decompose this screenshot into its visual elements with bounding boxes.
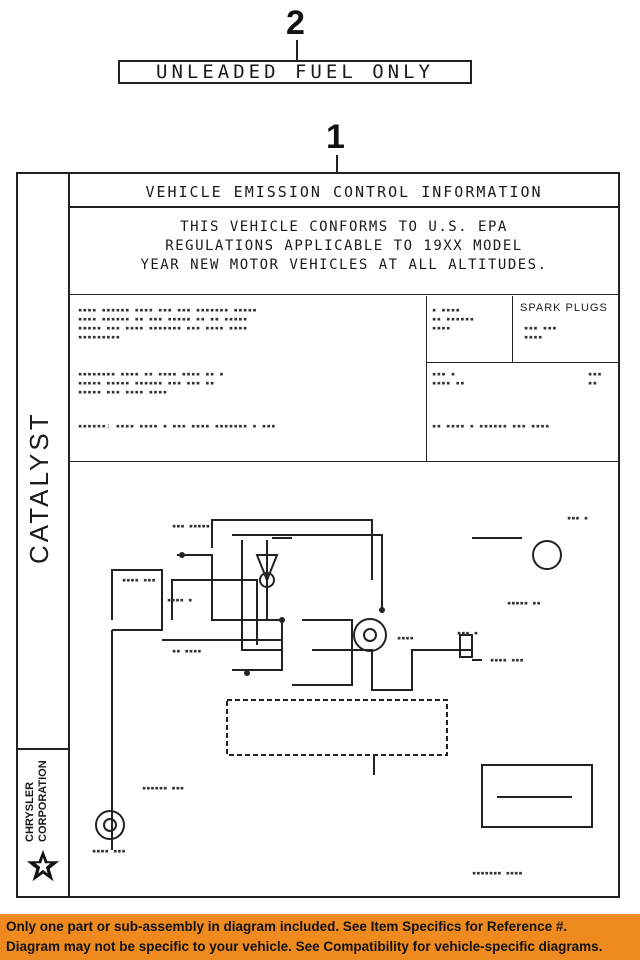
label-title: VEHICLE EMISSION CONTROL INFORMATION bbox=[70, 178, 618, 208]
callout-1-leader bbox=[336, 155, 338, 173]
disclaimer-banner: Only one part or sub-assembly in diagram… bbox=[0, 914, 640, 960]
callout-1-number: 1 bbox=[326, 118, 345, 156]
fine-print-block-8: ▪▪ ▪▪▪▪ ▪ ▪▪▪▪▪▪ ▪▪▪ ▪▪▪▪ bbox=[432, 422, 550, 430]
side-divider bbox=[18, 748, 70, 750]
spec-table-top-rule bbox=[70, 294, 620, 295]
svg-text:▪▪▪▪ ▪▪▪: ▪▪▪▪ ▪▪▪ bbox=[122, 576, 156, 584]
svg-text:▪▪▪ ▪▪▪▪▪: ▪▪▪ ▪▪▪▪▪ bbox=[172, 522, 210, 530]
emission-control-label: CATALYST CHRYSLER CORPORATION VEHICLE EM… bbox=[16, 172, 620, 898]
callout-2-number: 2 bbox=[286, 4, 305, 42]
maker-line-2: CORPORATION bbox=[37, 760, 49, 842]
fine-print-block-3: ▪▪▪▪▪▪: ▪▪▪▪ ▪▪▪▪ ▪ ▪▪▪ ▪▪▪▪ ▪▪▪▪▪▪▪ ▪ ▪… bbox=[78, 422, 277, 430]
maker-line-1: CHRYSLER bbox=[24, 781, 36, 842]
svg-text:▪▪▪▪▪▪ ▪▪▪: ▪▪▪▪▪▪ ▪▪▪ bbox=[142, 784, 184, 792]
spec-table-divider-2 bbox=[512, 296, 513, 362]
spark-plugs-heading: SPARK PLUGS bbox=[520, 302, 608, 314]
svg-text:▪▪▪▪▪ ▪▪: ▪▪▪▪▪ ▪▪ bbox=[507, 599, 541, 607]
fine-print-block-1: ▪▪▪▪ ▪▪▪▪▪▪ ▪▪▪▪ ▪▪▪ ▪▪▪ ▪▪▪▪▪▪▪ ▪▪▪▪▪▪▪… bbox=[78, 306, 258, 341]
svg-text:▪▪▪▪ ▪: ▪▪▪▪ ▪ bbox=[167, 596, 192, 604]
conformance-line-1: THIS VEHICLE CONFORMS TO U.S. EPA bbox=[180, 219, 508, 235]
vacuum-hose-schematic: ▪▪▪ ▪▪▪▪▪ ▪▪▪▪ ▪ ▪▪▪▪ ▪▪▪ ▪▪ ▪▪▪▪ ▪▪▪▪ ▪… bbox=[92, 514, 593, 877]
spec-table-mid-rule bbox=[426, 362, 620, 363]
svg-text:▪▪▪▪ ▪▪▪: ▪▪▪▪ ▪▪▪ bbox=[490, 656, 524, 664]
side-strip bbox=[18, 174, 70, 896]
svg-text:▪▪▪ ▪: ▪▪▪ ▪ bbox=[457, 629, 478, 637]
chrysler-corporation-text: CHRYSLER CORPORATION bbox=[24, 760, 50, 842]
conformance-line-3: YEAR NEW MOTOR VEHICLES AT ALL ALTITUDES… bbox=[140, 257, 548, 273]
svg-text:▪▪ ▪▪▪▪: ▪▪ ▪▪▪▪ bbox=[172, 647, 202, 655]
fine-print-block-6: ▪▪▪ ▪▪▪▪▪ ▪▪ bbox=[432, 370, 466, 387]
unleaded-fuel-label: UNLEADED FUEL ONLY bbox=[118, 60, 472, 84]
svg-text:▪▪▪▪ ▪▪▪: ▪▪▪▪ ▪▪▪ bbox=[92, 847, 126, 855]
conformance-statement: THIS VEHICLE CONFORMS TO U.S. EPA REGULA… bbox=[74, 218, 614, 275]
callout-2-leader bbox=[296, 40, 298, 60]
spec-table-bottom-rule bbox=[70, 461, 620, 462]
fine-print-block-5: ▪▪▪ ▪▪▪▪▪▪▪ bbox=[524, 324, 558, 341]
fine-print-block-7: ▪▪▪▪▪ bbox=[588, 370, 603, 387]
conformance-line-2: REGULATIONS APPLICABLE TO 19XX MODEL bbox=[165, 238, 523, 254]
spec-table-divider-1 bbox=[426, 296, 427, 461]
disclaimer-line-1: Only one part or sub-assembly in diagram… bbox=[6, 919, 568, 934]
svg-text:▪▪▪ ▪: ▪▪▪ ▪ bbox=[567, 514, 588, 522]
disclaimer-line-2: Diagram may not be specific to your vehi… bbox=[6, 939, 603, 954]
fine-print-block-2: ▪▪▪▪▪▪▪▪ ▪▪▪▪ ▪▪ ▪▪▪▪ ▪▪▪▪ ▪▪ ▪▪▪▪▪▪ ▪▪▪… bbox=[78, 370, 225, 396]
catalyst-text: CATALYST bbox=[24, 411, 54, 564]
fine-print-block-4: ▪ ▪▪▪▪▪▪ ▪▪▪▪▪▪▪▪▪▪ bbox=[432, 306, 475, 332]
svg-text:▪▪▪▪: ▪▪▪▪ bbox=[397, 634, 414, 642]
pentastar-logo-icon bbox=[26, 849, 60, 882]
unleaded-fuel-text: UNLEADED FUEL ONLY bbox=[156, 61, 434, 83]
svg-text:▪▪▪▪▪▪▪ ▪▪▪▪: ▪▪▪▪▪▪▪ ▪▪▪▪ bbox=[472, 869, 523, 877]
